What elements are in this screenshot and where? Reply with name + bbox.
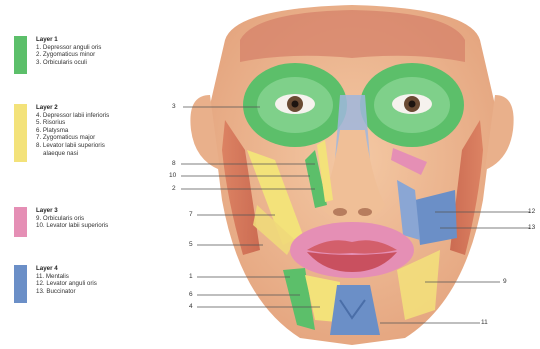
label-6: 6	[189, 291, 193, 298]
layer-3-swatch	[14, 207, 27, 237]
label-5: 5	[189, 241, 193, 248]
layer-2-item: alaeque nasi	[36, 150, 109, 158]
legend: Layer 1 1. Depressor anguli oris 2. Zygo…	[0, 0, 170, 349]
layer-2-item: 5. Risorius	[36, 119, 109, 127]
label-3: 3	[172, 103, 176, 110]
label-7: 7	[189, 211, 193, 218]
layer-1-title: Layer 1	[36, 36, 101, 44]
layer-3-title: Layer 3	[36, 207, 108, 215]
layer-4-title: Layer 4	[36, 265, 97, 273]
layer-2-item: 7. Zygomaticus major	[36, 134, 109, 142]
label-1: 1	[189, 273, 193, 280]
label-8: 8	[172, 160, 176, 167]
layer-2-title: Layer 2	[36, 104, 109, 112]
layer-2-item: 8. Levator labii superioris	[36, 142, 109, 150]
face-illustration	[165, 0, 540, 349]
face-muscle-illustration: 3 8 10 2 7 5 1 6 4 12 13 9 11	[165, 0, 540, 349]
label-2: 2	[172, 185, 176, 192]
layer-1-swatch	[14, 36, 27, 74]
layer-1-item: 3. Orbicularis oculi	[36, 59, 101, 67]
layer-2-swatch	[14, 104, 27, 162]
layer-3-item: 9. Orbicularis oris	[36, 215, 108, 223]
layer-1-item: 1. Depressor anguli oris	[36, 44, 101, 52]
layer-2-item: 4. Depressor labii inferioris	[36, 112, 109, 120]
layer-4-item: 13. Buccinator	[36, 288, 97, 296]
label-13: 13	[528, 224, 535, 231]
layer-3-item: 10. Levator labii superioris	[36, 222, 108, 230]
layer-4-swatch	[14, 265, 27, 303]
label-9: 9	[503, 278, 507, 285]
label-4: 4	[189, 303, 193, 310]
label-11: 11	[481, 319, 488, 326]
label-12: 12	[528, 208, 535, 215]
layer-4-item: 11. Mentalis	[36, 273, 97, 281]
layer-1-item: 2. Zygomaticus minor	[36, 51, 101, 59]
layer-2-item: 6. Platysma	[36, 127, 109, 135]
layer-4-item: 12. Levator anguli oris	[36, 280, 97, 288]
label-10: 10	[169, 172, 176, 179]
